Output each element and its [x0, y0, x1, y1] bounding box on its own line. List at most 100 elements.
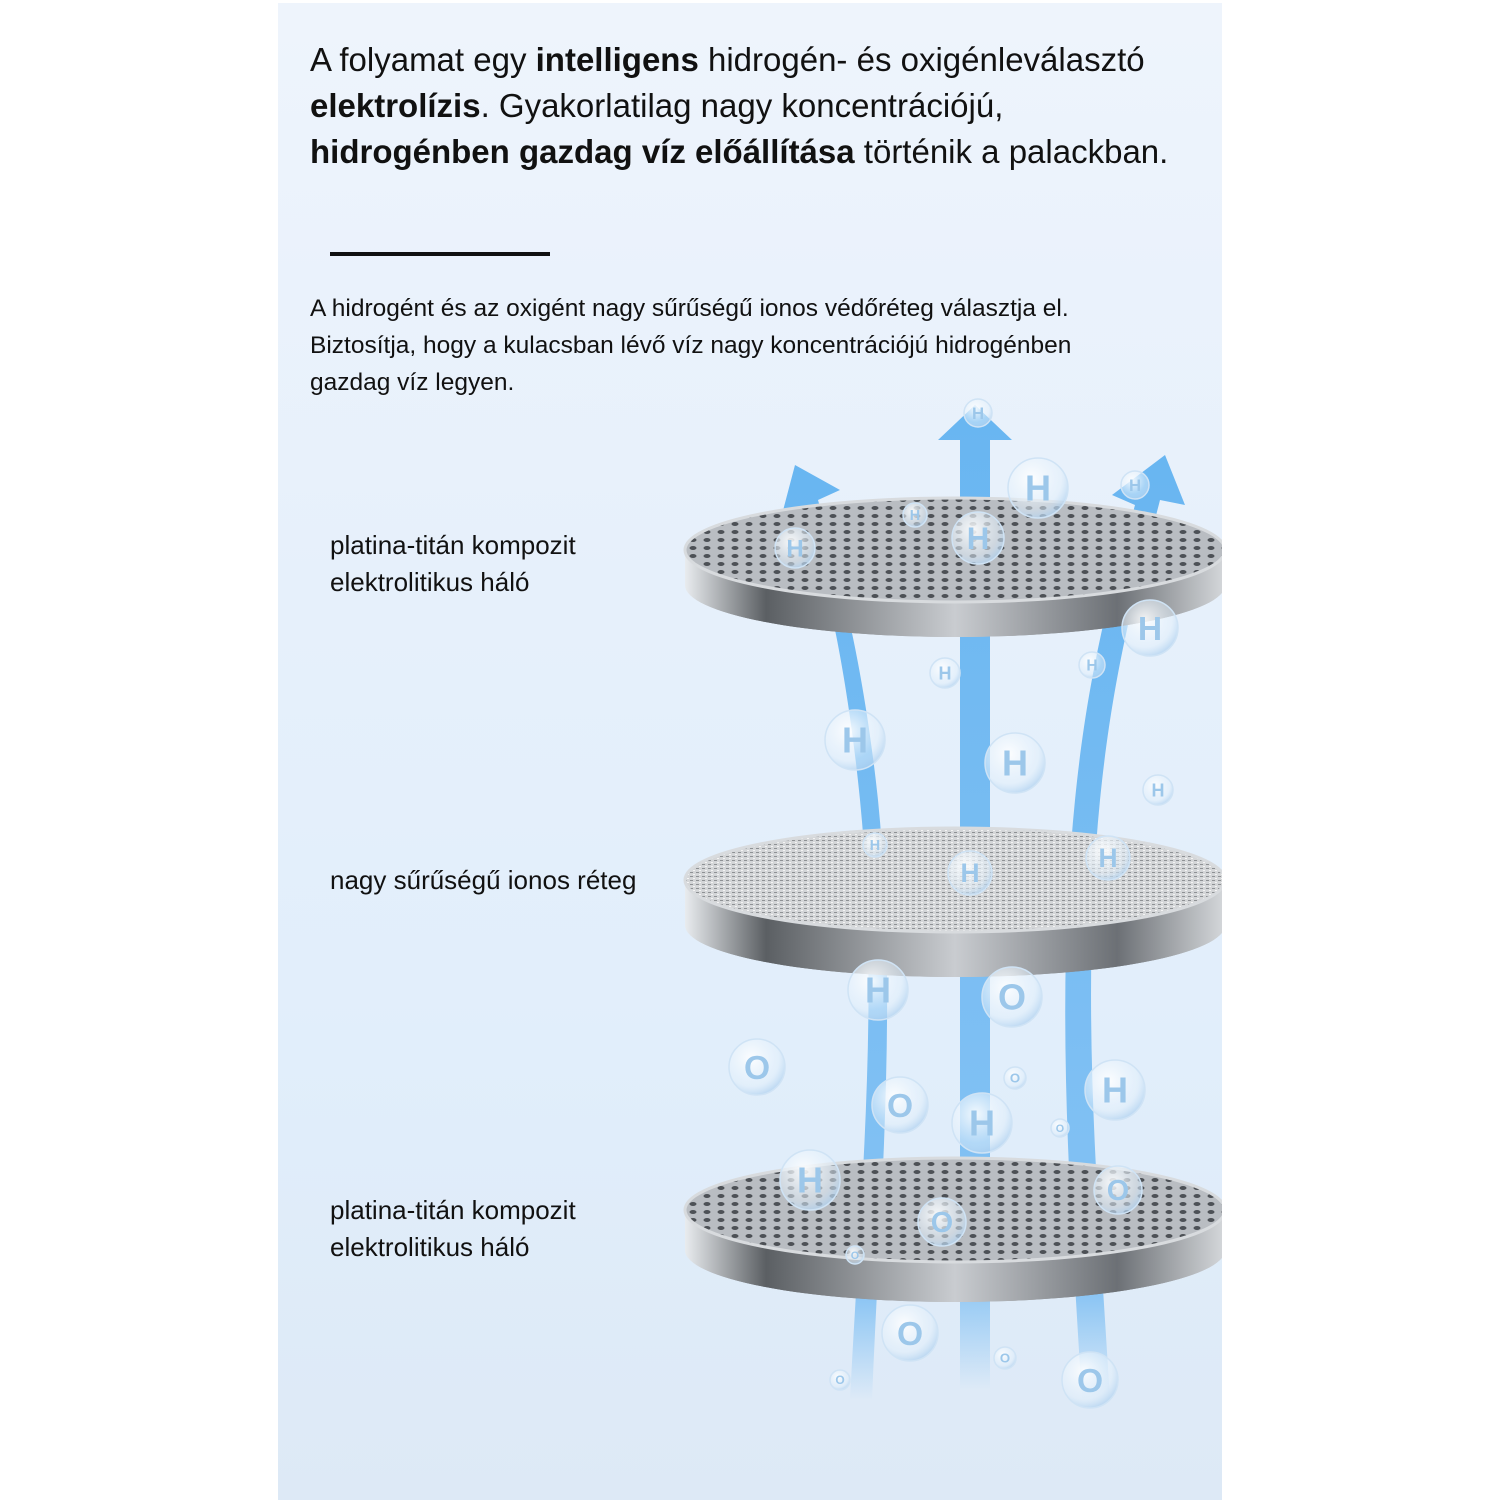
layer-label-middle: nagy sűrűségű ionos réteg: [330, 865, 637, 895]
molecule-symbol: H: [960, 858, 979, 888]
bubble-circle: [951, 1092, 1013, 1154]
molecule-symbol: O: [835, 1373, 844, 1387]
molecule-symbol: H: [797, 1160, 823, 1201]
oxygen-bubble: O: [981, 966, 1043, 1028]
bubble-circle: [824, 709, 886, 771]
molecule-symbol: H: [939, 663, 952, 683]
electrolysis-layers: [683, 496, 1222, 1302]
bubble-circle: [847, 959, 909, 1021]
hydrogen-bubble: H: [1120, 470, 1150, 500]
molecule-symbol: H: [1129, 476, 1141, 495]
bubble-circle: [947, 850, 993, 896]
oxygen-bubble: O: [871, 1076, 929, 1134]
bubble-circle: [981, 966, 1043, 1028]
top-electrode-mesh: [683, 496, 1222, 637]
heading-bold: elektrolízis: [310, 87, 481, 124]
molecule-symbol: O: [887, 1088, 913, 1125]
heading-text: hidrogén- és oxigénleválasztó: [698, 41, 1145, 78]
bubble-circle: [779, 1149, 841, 1211]
bubble-circle: [1050, 1118, 1070, 1138]
molecule-symbol: H: [1152, 780, 1165, 800]
molecule-symbol: H: [910, 508, 920, 524]
heading-text: történik a palackban.: [854, 133, 1169, 170]
hydrogen-bubble: H: [1142, 774, 1174, 806]
hydrogen-bubble: H: [947, 850, 993, 896]
hydrogen-bubble: H: [929, 657, 961, 689]
bubble-circle: [1085, 835, 1131, 881]
bubble-circle: [951, 511, 1005, 565]
hydrogen-bubble: H: [847, 959, 909, 1021]
oxygen-bubble: O: [881, 1304, 939, 1362]
molecule-symbol: O: [998, 977, 1026, 1018]
molecule-symbol: O: [897, 1316, 923, 1353]
bubble-circle: [993, 1346, 1017, 1370]
molecule-symbol: O: [1056, 1123, 1064, 1135]
bubble-circle: [1078, 651, 1106, 679]
description: A hidrogént és az oxigént nagy sűrűségű …: [310, 295, 1072, 396]
oxygen-bubble: O: [728, 1038, 786, 1096]
oxygen-bubble: O: [917, 1197, 967, 1247]
bubble-circle: [917, 1197, 967, 1247]
molecule-symbol: H: [1098, 843, 1117, 873]
bubble-circle: [728, 1038, 786, 1096]
bubble-circle: [1007, 457, 1069, 519]
oxygen-bubble: O: [845, 1245, 865, 1265]
hydrogen-bubble: H: [1078, 651, 1106, 679]
layer-label-bottom: platina-titán kompozit elektrolitikus há…: [330, 1195, 576, 1262]
molecule-symbol: O: [1077, 1363, 1103, 1400]
oxygen-bubble: O: [829, 1369, 851, 1391]
molecule-symbol: H: [1102, 1070, 1128, 1111]
molecule-symbol: H: [865, 970, 891, 1011]
molecule-symbol: H: [1025, 468, 1051, 509]
molecule-symbol: O: [1107, 1175, 1129, 1207]
oxygen-bubble: O: [1093, 1165, 1143, 1215]
molecule-symbol: H: [1002, 743, 1028, 784]
flow-arrow: [1065, 455, 1185, 1400]
molecule-symbol: H: [972, 404, 984, 423]
hydrogen-bubble: H: [963, 398, 993, 428]
bubble-circle: [963, 398, 993, 428]
hydrogen-bubble: H: [779, 1149, 841, 1211]
heading-bold: hidrogénben gazdag víz előállítása: [310, 133, 855, 170]
bubble-circle: [1142, 774, 1174, 806]
hydrogen-bubble: H: [862, 832, 888, 858]
oxygen-bubble: O: [1003, 1066, 1027, 1090]
ion-membrane: [683, 826, 1222, 977]
molecule-symbol: H: [870, 838, 880, 854]
molecule-symbol: O: [1000, 1351, 1010, 1366]
hydrogen-bubble: H: [774, 527, 816, 569]
bubble-circle: [1093, 1165, 1143, 1215]
layer-label-top: platina-titán kompozit elektrolitikus há…: [330, 530, 576, 597]
hydrogen-bubble: H: [824, 709, 886, 771]
molecule-symbol: H: [786, 535, 803, 562]
bubble-circle: [1121, 599, 1179, 657]
heading-text: . Gyakorlatilag nagy koncentrációjú,: [480, 87, 1004, 124]
bubble-circle: [862, 832, 888, 858]
bubble-circle: [984, 732, 1046, 794]
disc-surface: [683, 496, 1222, 604]
molecule-symbol: H: [1086, 657, 1097, 674]
molecule-symbol: O: [1010, 1071, 1020, 1086]
molecule-symbol: O: [851, 1250, 859, 1262]
hydrogen-bubble: H: [951, 511, 1005, 565]
bubble-circle: [902, 502, 928, 528]
bubble-circle: [1120, 470, 1150, 500]
molecule-symbol: O: [744, 1050, 770, 1087]
hydrogen-bubble: H: [1085, 835, 1131, 881]
bubble-circle: [929, 657, 961, 689]
molecule-symbol: O: [931, 1207, 953, 1239]
hydrogen-bubble: H: [1007, 457, 1069, 519]
main-heading: A folyamat egy intelligens hidrogén- és …: [310, 37, 1210, 175]
hydrogen-bubble: H: [1084, 1059, 1146, 1121]
bubble-circle: [871, 1076, 929, 1134]
bubble-circle: [1061, 1351, 1119, 1409]
hydrogen-bubble: H: [951, 1092, 1013, 1154]
hydrogen-bubble: H: [902, 502, 928, 528]
molecule-symbol: H: [967, 521, 990, 556]
bubble-circle: [881, 1304, 939, 1362]
molecule-symbol: H: [842, 720, 868, 761]
bubble-circle: [829, 1369, 851, 1391]
